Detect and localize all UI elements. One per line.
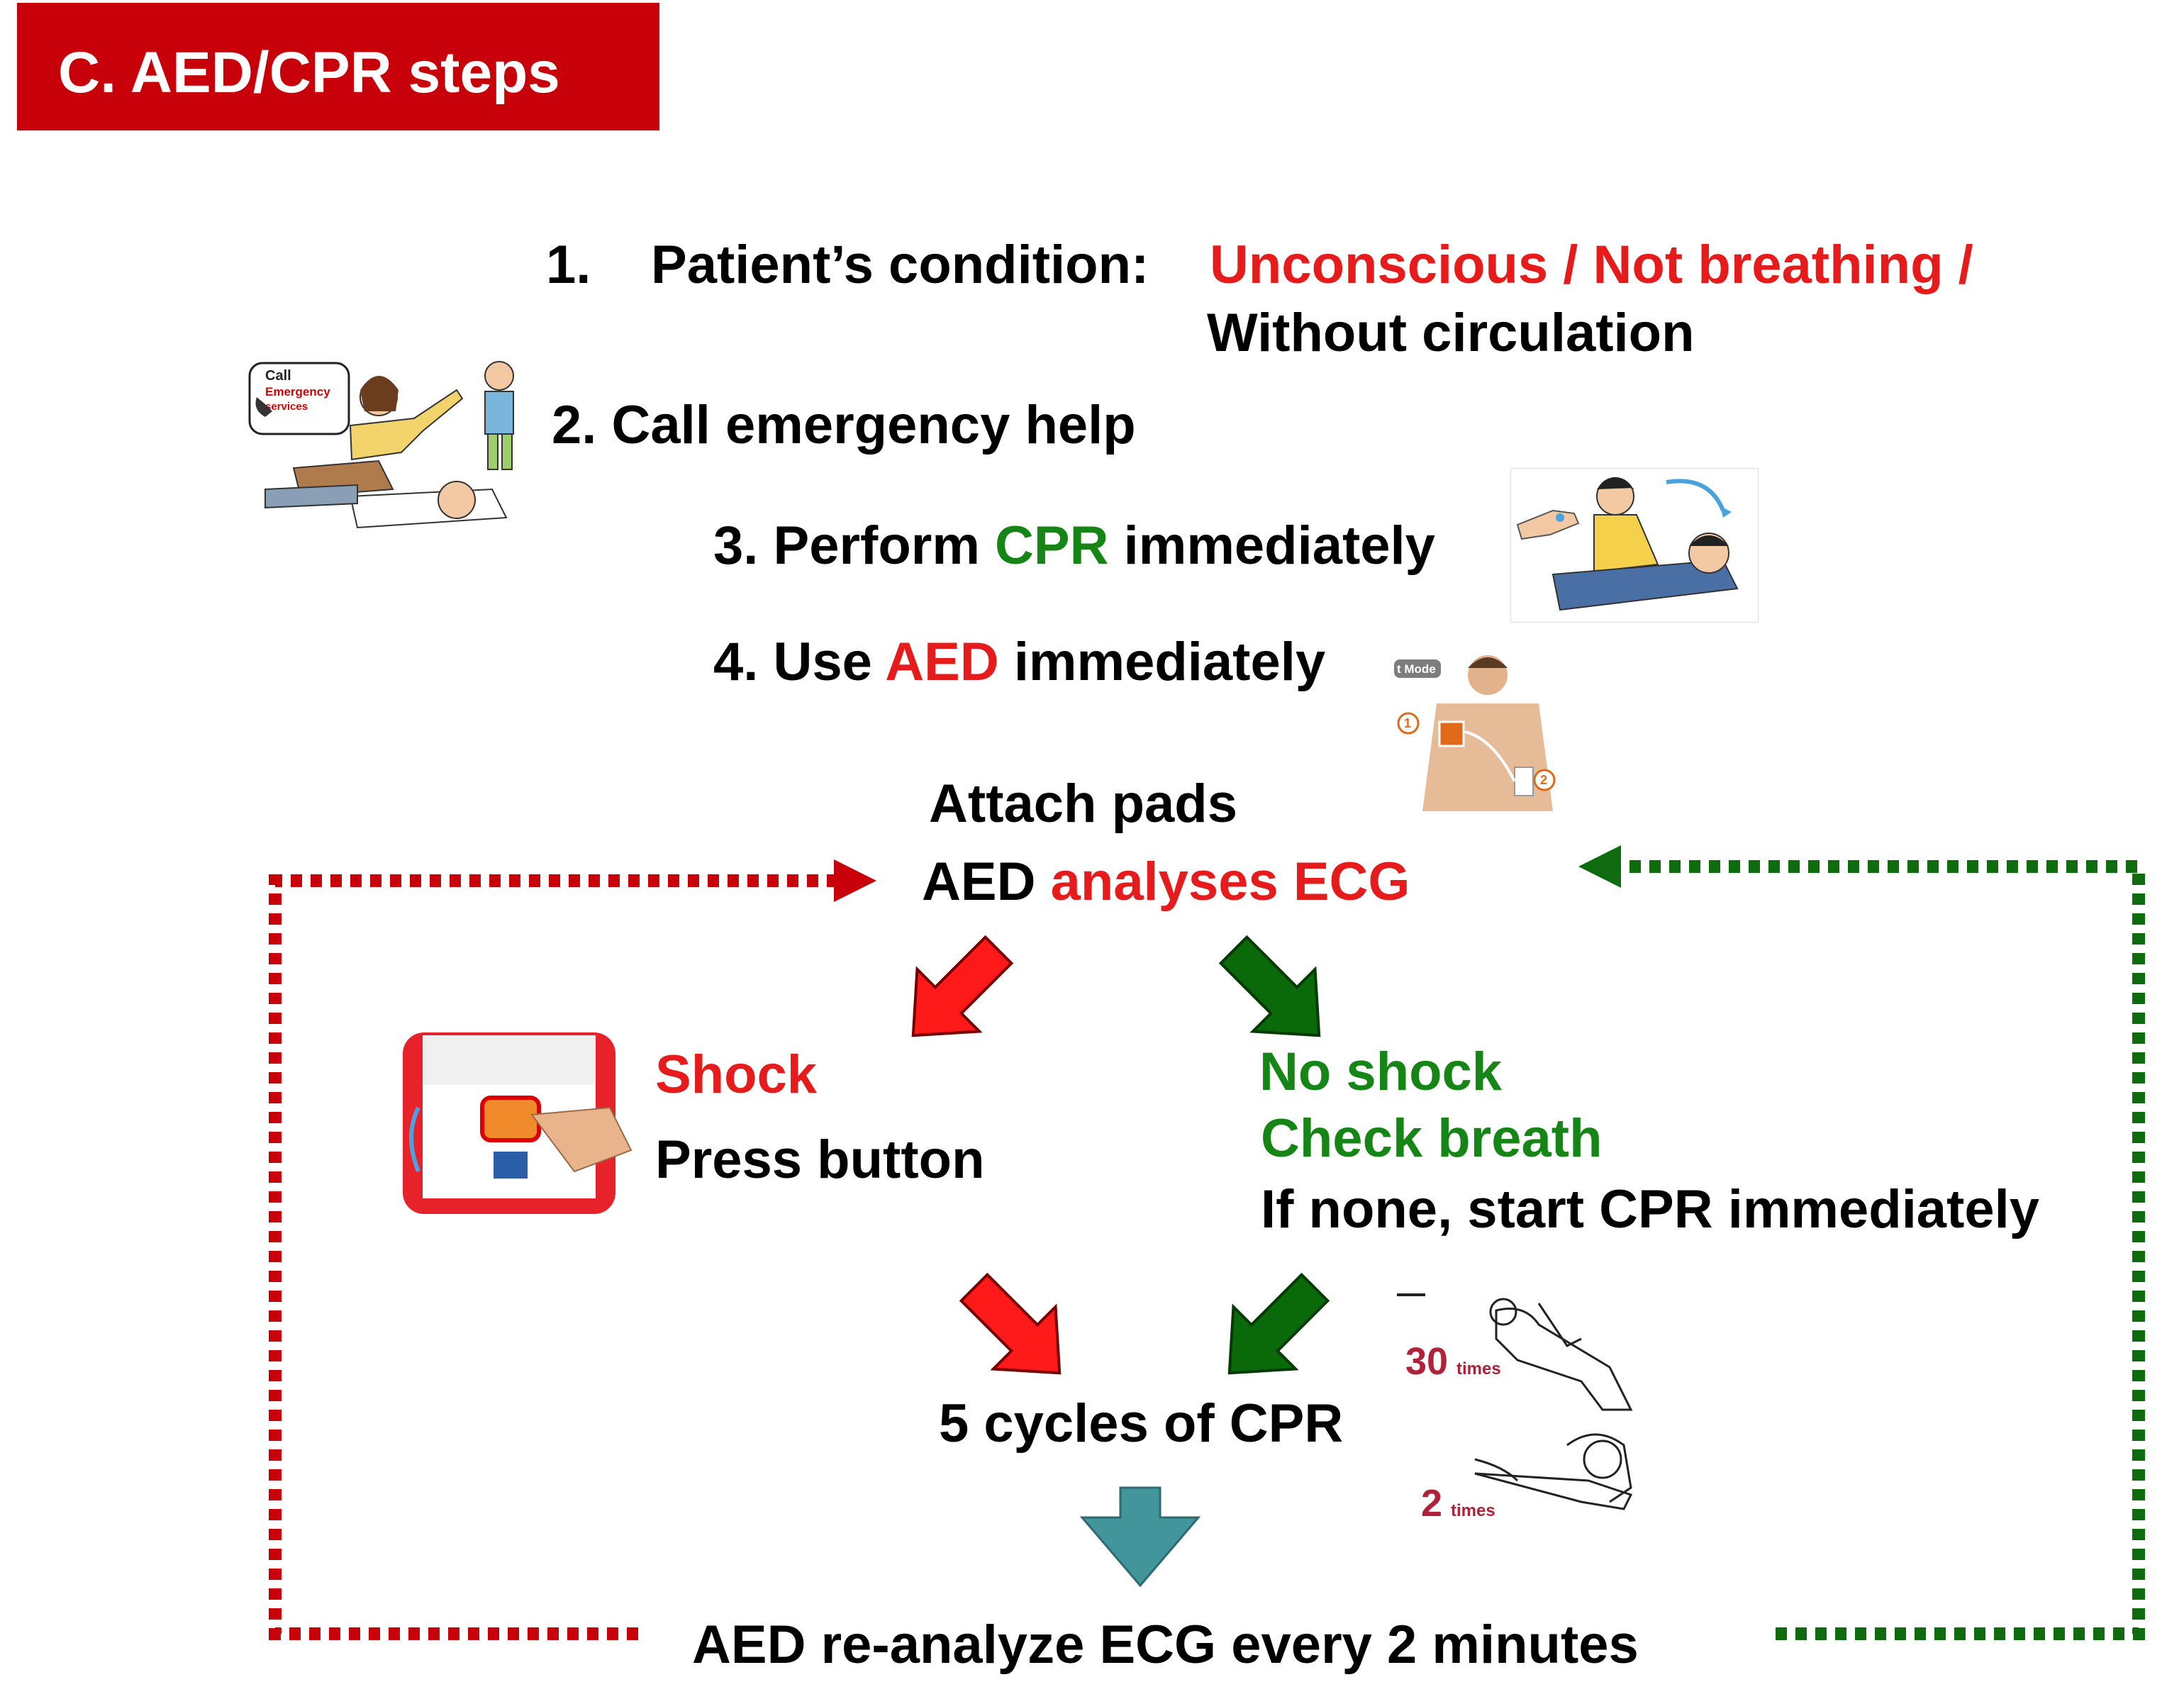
noshock-action: If none, start CPR immediately xyxy=(1261,1179,2040,1240)
svg-text:30: 30 xyxy=(1405,1340,1448,1383)
svg-text:1: 1 xyxy=(1404,716,1411,730)
noshock-loop-line xyxy=(1620,860,2145,1640)
call-emergency-illustration: Call Emergency services xyxy=(244,355,539,536)
cpr-compressions-breaths-illustration: 30 times 2 times xyxy=(1397,1289,1666,1544)
step-3-perform-cpr: 3. Perform CPR immediately xyxy=(713,516,1435,576)
shock-action: Press button xyxy=(655,1130,985,1190)
cpr-cycles-label: 5 cycles of CPR xyxy=(939,1393,1344,1454)
shock-title: Shock xyxy=(655,1045,818,1105)
aed-analyses-label: AED analyses ECG xyxy=(922,852,1410,912)
step-1-condition-line2: Without circulation xyxy=(1207,303,1695,363)
arrow-to-reanalyze xyxy=(1079,1486,1201,1588)
noshock-check: Check breath xyxy=(1261,1108,1603,1169)
step-1-number: 1. xyxy=(546,235,591,295)
svg-text:times: times xyxy=(1456,1359,1501,1379)
step-4-use-aed: 4. Use AED immediately xyxy=(713,632,1326,692)
noshock-loop-arrowhead xyxy=(1578,845,1621,888)
step-1-label: Patient’s condition: xyxy=(651,235,1149,295)
svg-text:times: times xyxy=(1451,1501,1495,1520)
svg-text:2: 2 xyxy=(1540,773,1547,787)
step-2-call-help: 2. Call emergency help xyxy=(552,395,1136,455)
shock-loop-line xyxy=(269,874,835,1640)
svg-text:2: 2 xyxy=(1421,1482,1442,1525)
step-1-condition: Unconscious / Not breathing / xyxy=(1210,235,1973,295)
arrow-shock-to-cpr xyxy=(959,1272,1062,1375)
svg-text:Call: Call xyxy=(265,368,291,384)
aed-pad-placement-illustration: t Mode 1 2 xyxy=(1394,647,1564,811)
shock-loop-arrowhead xyxy=(834,859,876,902)
svg-text:Emergency: Emergency xyxy=(265,385,330,399)
noshock-title: No shock xyxy=(1259,1042,1503,1102)
svg-text:t Mode: t Mode xyxy=(1397,662,1436,676)
arrow-to-shock xyxy=(911,935,1014,1037)
arrow-noshock-to-cpr xyxy=(1227,1272,1330,1375)
arrow-to-noshock xyxy=(1218,935,1321,1037)
reanalyze-label: AED re-analyze ECG every 2 minutes xyxy=(692,1615,1639,1675)
aed-device-photo xyxy=(397,1030,638,1217)
cpr-illustration xyxy=(1510,468,1759,623)
page-title: C. AED/CPR steps xyxy=(58,40,560,105)
svg-text:services: services xyxy=(265,401,308,413)
attach-pads-label: Attach pads xyxy=(929,774,1237,834)
title-banner: C. AED/CPR steps xyxy=(17,3,659,130)
